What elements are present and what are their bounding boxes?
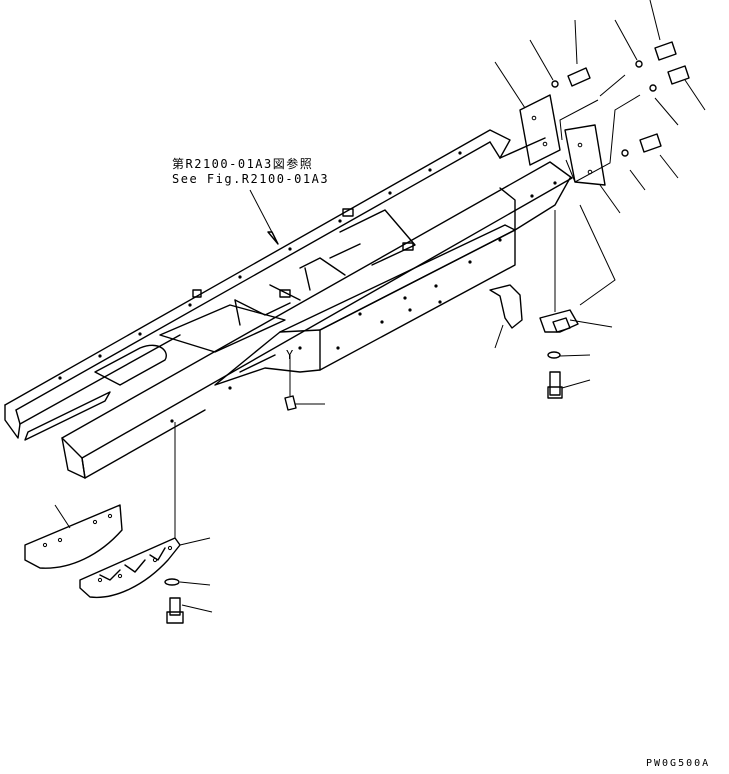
reference-note-en: See Fig.R2100-01A3 xyxy=(172,172,330,186)
middle-right-brackets xyxy=(249,189,616,411)
view-marker: Y xyxy=(286,348,294,362)
drawing-code: PW0G500A xyxy=(646,758,711,769)
left-frame-rail xyxy=(4,129,546,441)
upper-right-brackets xyxy=(494,0,706,214)
right-frame-rail xyxy=(61,161,573,479)
reference-note-jp: 第R2100-01A3図参照 xyxy=(172,157,314,171)
lower-left-covers xyxy=(24,422,213,624)
cross-members xyxy=(159,208,416,353)
